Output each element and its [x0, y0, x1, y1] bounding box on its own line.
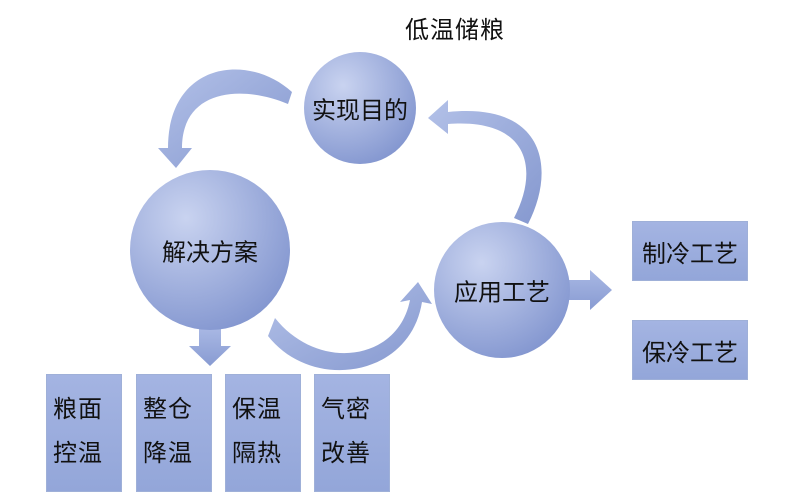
output-box-refrigeration: 制冷工艺	[632, 221, 748, 281]
solution-item-line1: 粮面	[53, 395, 103, 423]
goal-circle	[304, 52, 416, 164]
arrow-process-to-goal	[428, 100, 542, 224]
solution-item-box: 粮面 控温	[46, 374, 122, 492]
process-circle	[434, 222, 570, 358]
arrow-goal-to-solution	[158, 69, 292, 168]
output-label-refrigeration: 制冷工艺	[642, 239, 738, 268]
output-label-insulation: 保冷工艺	[642, 338, 738, 367]
solution-item-box: 气密 改善	[314, 374, 390, 492]
solution-item-line2: 隔热	[232, 439, 282, 467]
solution-item-line2: 改善	[321, 439, 371, 467]
solution-item-box: 保温 隔热	[225, 374, 301, 492]
arrow-solution-down	[189, 328, 231, 366]
arrow-process-right	[568, 270, 612, 310]
solution-item-line1: 气密	[321, 395, 371, 423]
solution-item-box: 整仓 降温	[136, 374, 212, 492]
solution-label: 解决方案	[162, 238, 258, 267]
arrow-solution-to-process	[268, 282, 432, 371]
solution-circle	[130, 170, 290, 330]
output-box-insulation: 保冷工艺	[632, 320, 748, 380]
solution-item-line1: 整仓	[143, 395, 193, 423]
solution-item-line2: 控温	[53, 439, 103, 467]
goal-label: 实现目的	[312, 96, 408, 125]
solution-item-line1: 保温	[232, 395, 282, 423]
diagram-title: 低温储粮	[405, 16, 505, 44]
process-label: 应用工艺	[454, 278, 550, 307]
solution-item-line2: 降温	[143, 439, 193, 467]
